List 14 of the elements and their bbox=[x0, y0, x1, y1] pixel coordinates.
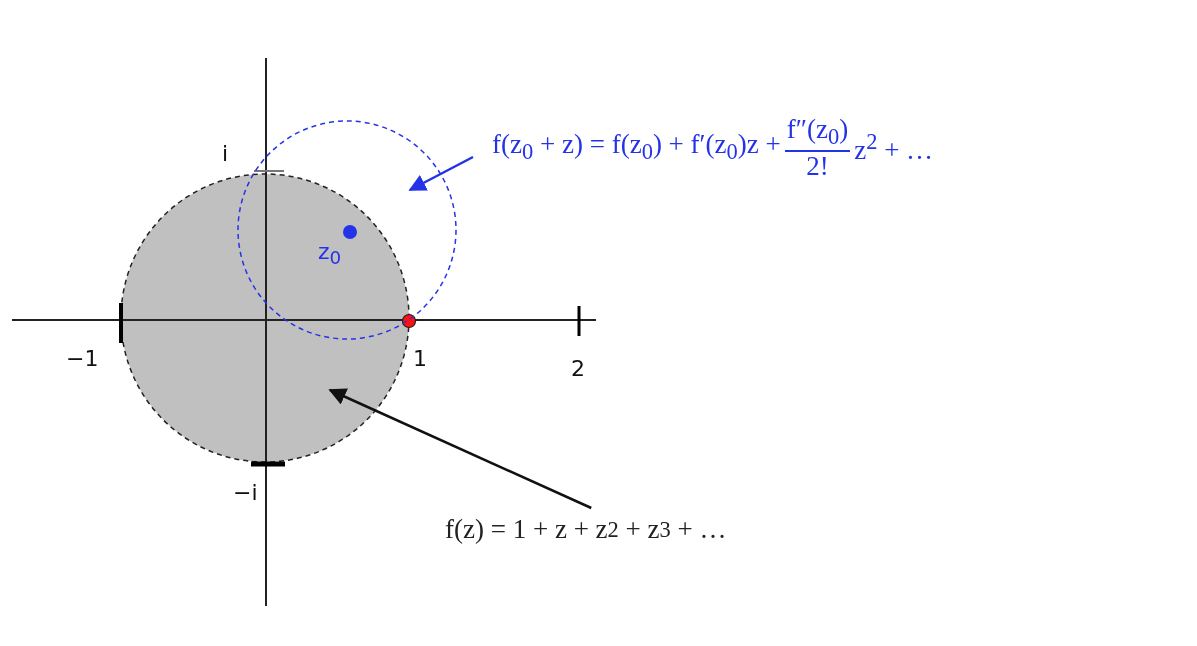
axis-label: −i bbox=[233, 482, 258, 504]
formula-text: z$^{2}$ + … bbox=[854, 130, 934, 166]
fraction-numerator: f″(z$_{0}$) bbox=[784, 114, 851, 152]
axis-label: i bbox=[222, 143, 229, 165]
fraction-denominator: 2! bbox=[806, 151, 829, 182]
axis-label: 2 bbox=[571, 358, 585, 380]
formula-text: f(z$_{0}$ + z) = f(z$_{0}$) + f′(z$_{0}$)z + bbox=[492, 130, 781, 166]
axis-label: 1 bbox=[413, 348, 427, 370]
arrow bbox=[408, 155, 474, 192]
arrow bbox=[328, 388, 592, 510]
axis-label: −1 bbox=[66, 348, 99, 370]
axis-label: z$_{0}$ bbox=[318, 241, 342, 268]
dashed-circle bbox=[237, 120, 457, 340]
shaded-disk bbox=[120, 173, 410, 463]
